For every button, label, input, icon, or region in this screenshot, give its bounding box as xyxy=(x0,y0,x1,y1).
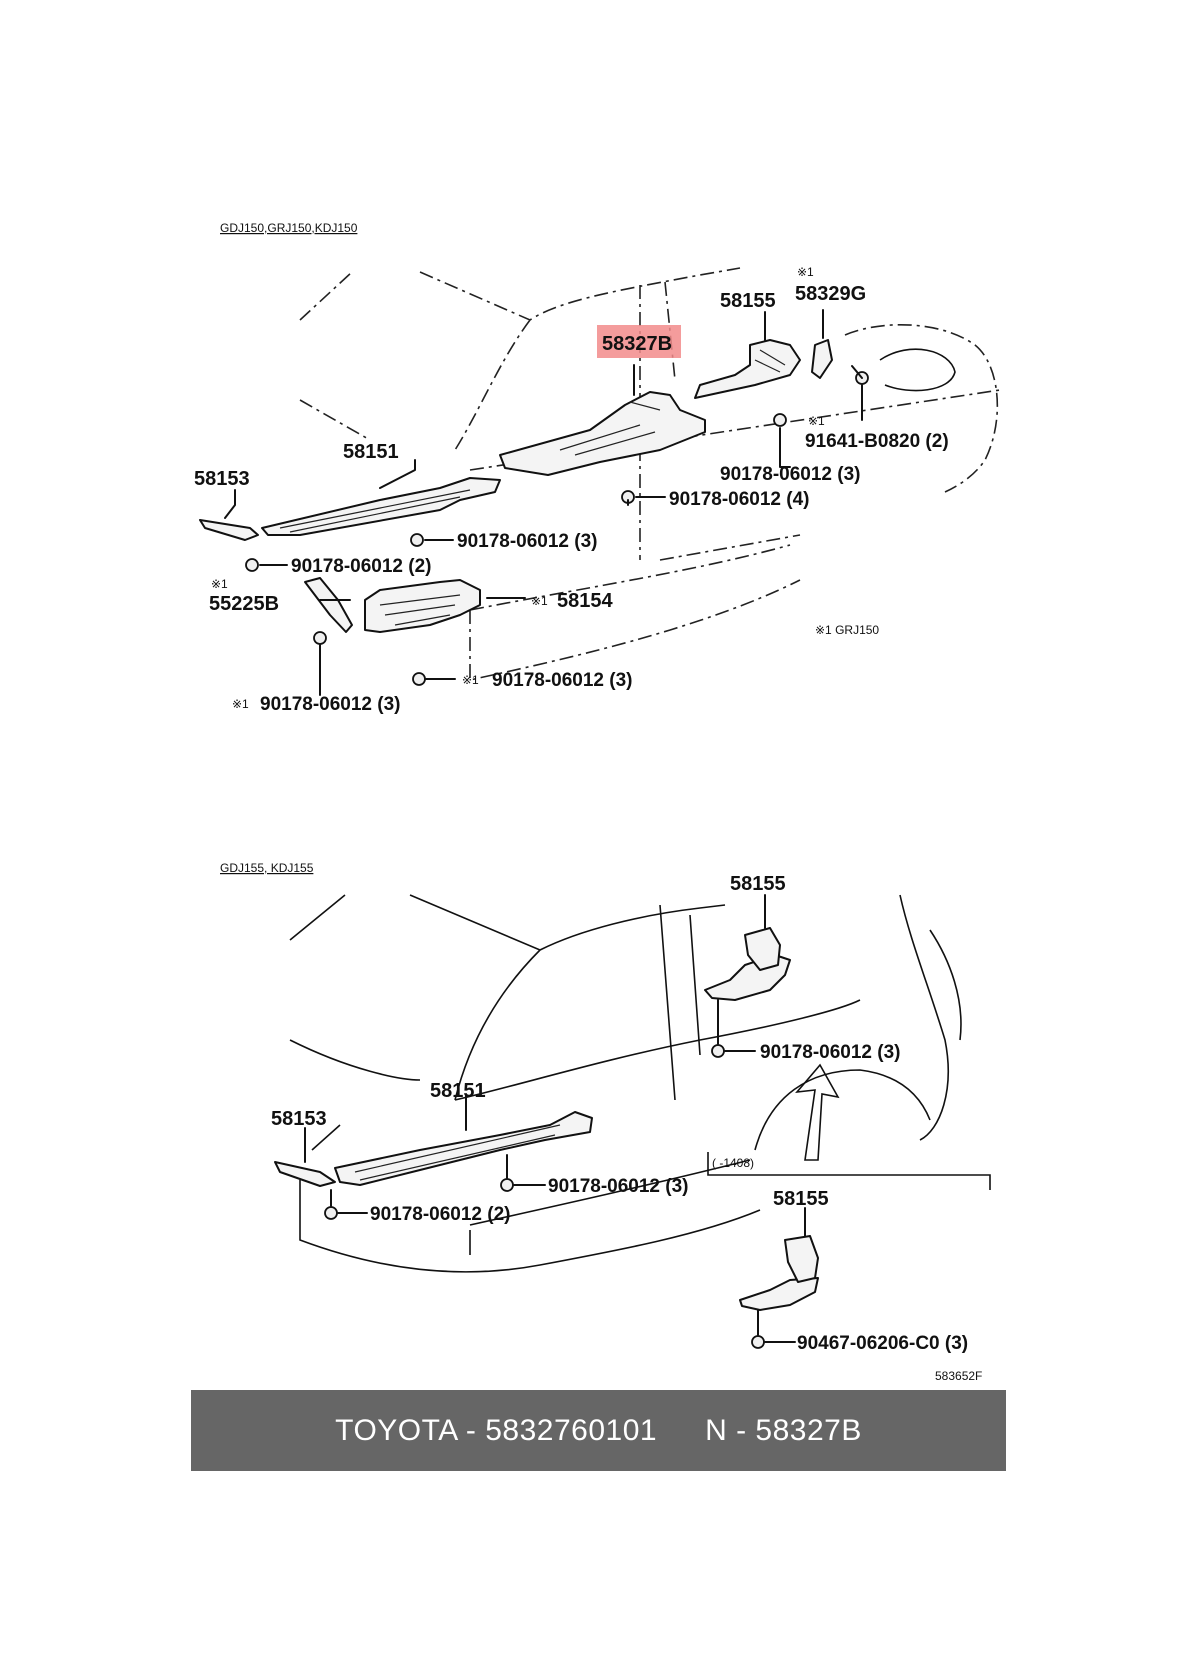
label-90178-h[interactable]: 90178-06012 (3) xyxy=(548,1176,689,1197)
part-58151-shape xyxy=(261,477,501,536)
part-58154-shape xyxy=(364,579,481,633)
label-58153-top[interactable]: 58153 xyxy=(194,468,250,490)
part-58155-bottom-lower-bracket xyxy=(784,1235,819,1283)
clip-icon xyxy=(245,558,259,572)
label-58329g[interactable]: 58329G xyxy=(795,283,866,305)
label-58329g-note: ※1 xyxy=(797,265,814,279)
footer-brand-part: TOYOTA - 5832760101 xyxy=(335,1413,658,1447)
clip-icon xyxy=(412,672,426,686)
top-view: GDJ150,GRJ150,KDJ150 xyxy=(194,221,1001,715)
part-number-banner: TOYOTA - 5832760101 N - 58327B xyxy=(191,1390,1006,1471)
part-58155-bottom-upper-bracket xyxy=(744,927,781,971)
label-90178-b[interactable]: 90178-06012 (4) xyxy=(669,489,810,510)
part-58155-top-ribs xyxy=(754,349,786,373)
figure-code: 583652F xyxy=(935,1369,982,1383)
label-58155-bottom-lower[interactable]: 58155 xyxy=(773,1188,829,1210)
label-58155-bottom-upper[interactable]: 58155 xyxy=(730,873,786,895)
bottom-view: GDJ155, KDJ155 58155 90178-06012 (3) 581… xyxy=(220,861,991,1383)
clip-icon xyxy=(313,631,327,645)
label-90178-f-note: ※1 xyxy=(232,697,249,711)
label-58155-top[interactable]: 58155 xyxy=(720,290,776,312)
label-91641-note: ※1 xyxy=(808,414,825,428)
top-model-label: GDJ150,GRJ150,KDJ150 xyxy=(220,221,358,235)
part-58151-bottom-shape xyxy=(334,1111,593,1186)
part-58155-bottom-lower-shape xyxy=(739,1277,819,1311)
top-spare-wheel xyxy=(879,348,956,392)
label-range-note: ( -1408) xyxy=(712,1156,754,1170)
clip-icon xyxy=(773,413,787,427)
footer-ref: N - 58327B xyxy=(705,1413,862,1447)
part-58153-bottom-shape xyxy=(274,1161,336,1187)
clip-icon xyxy=(500,1178,514,1192)
label-90467[interactable]: 90467-06206-C0 (3) xyxy=(797,1333,968,1354)
label-90178-i[interactable]: 90178-06012 (2) xyxy=(370,1204,511,1225)
legend-note: ※1 GRJ150 xyxy=(815,623,879,637)
clip-icon xyxy=(751,1335,765,1349)
bottom-body-outline xyxy=(289,894,962,1273)
label-55225b-note: ※1 xyxy=(211,577,228,591)
part-58153-shape xyxy=(199,519,259,541)
clip-icon xyxy=(324,1206,338,1220)
label-90178-e[interactable]: 90178-06012 (3) xyxy=(492,670,633,691)
part-58329g-shape xyxy=(811,339,833,379)
label-58154[interactable]: 58154 xyxy=(557,590,613,612)
leader-lines-bottom xyxy=(304,894,806,1343)
bottom-wheel-arch xyxy=(754,1069,931,1151)
bottom-arrow-icon xyxy=(795,1063,840,1161)
label-58151-top[interactable]: 58151 xyxy=(343,441,399,463)
part-58155-top-shape xyxy=(694,339,801,399)
label-58154-note: ※1 xyxy=(531,594,548,608)
label-58153-bottom[interactable]: 58153 xyxy=(271,1108,327,1130)
leader-lines-top xyxy=(224,309,863,696)
bottom-model-label: GDJ155, KDJ155 xyxy=(220,861,314,875)
part-58327b-shape xyxy=(499,391,706,476)
label-90178-a[interactable]: 90178-06012 (3) xyxy=(720,464,861,485)
label-91641[interactable]: 91641-B0820 (2) xyxy=(805,431,949,452)
label-90178-d[interactable]: 90178-06012 (2) xyxy=(291,556,432,577)
label-90178-f[interactable]: 90178-06012 (3) xyxy=(260,694,401,715)
label-55225b[interactable]: 55225B xyxy=(209,593,279,615)
top-wheel-arch xyxy=(844,323,999,493)
label-90178-c[interactable]: 90178-06012 (3) xyxy=(457,531,598,552)
part-58154-ribs xyxy=(379,594,461,626)
clip-icon xyxy=(711,1044,725,1058)
label-58151-bottom[interactable]: 58151 xyxy=(430,1080,486,1102)
label-90178-e-note: ※1 xyxy=(462,673,479,687)
part-58151-bottom-ribs xyxy=(354,1124,561,1181)
bottom-range-bracket xyxy=(707,1152,991,1190)
label-90178-g[interactable]: 90178-06012 (3) xyxy=(760,1042,901,1063)
label-58327b[interactable]: 58327B xyxy=(602,333,672,355)
part-58151-ribs xyxy=(279,489,471,533)
part-55225b-shape xyxy=(304,577,353,633)
highlight-box xyxy=(597,325,681,358)
part-58327b-ribs xyxy=(559,401,661,456)
clip-icon xyxy=(410,533,424,547)
